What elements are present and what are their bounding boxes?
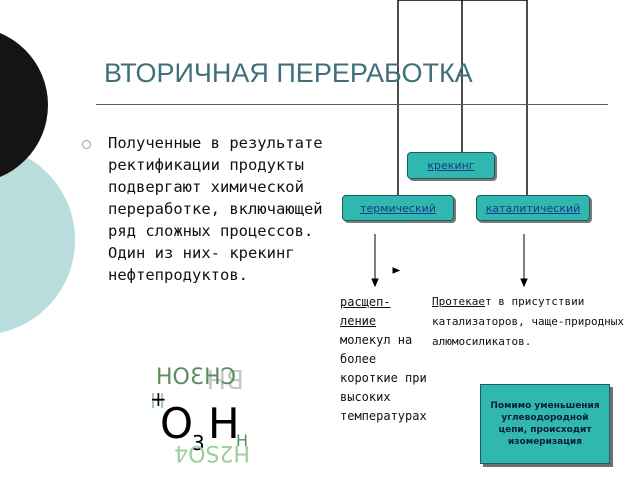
svg-text:3: 3 [192,431,205,455]
svg-text:CH3: CH3 [190,365,236,390]
arrow-thermal-head [371,278,379,288]
bullet-icon [82,140,91,149]
slide-title: ВТОРИЧНАЯ ПЕРЕРАБОТКА [104,58,473,88]
svg-text:H: H [236,431,248,450]
thermal-desc-rest: молекул на более короткие при высоких те… [340,333,427,423]
catalytic-desc-underlined: Протекае [432,295,485,308]
cracking-label: крекинг [427,159,475,172]
thermal-desc-line2: ление [340,314,377,328]
thermal-desc-line1: расщеп- [340,295,391,309]
svg-text:H: H [208,399,240,448]
catalytic-description: Протекает в присутствии катализаторов, ч… [432,292,632,352]
thermal-box: термический [342,195,454,221]
small-arrow-marker [392,267,401,274]
svg-text:HO: HO [156,365,190,390]
chem-formula-art: BH CH3 HO H O H 3 + H2SO4 H [150,363,250,465]
isomerization-note: Помимо уменьшения углеводородной цепи, п… [480,384,610,464]
svg-text:+: + [150,387,167,411]
light-circle-decor [0,147,75,333]
svg-text:H2SO4: H2SO4 [174,440,250,465]
catalytic-label: каталитический [485,201,581,215]
catalytic-desc-rest: т в присутствии катализаторов, чаще-прир… [432,295,625,348]
catalytic-box: каталитический [476,195,590,221]
dark-circle-decor [0,33,48,177]
diagram-connectors [397,0,528,195]
title-divider [96,104,608,105]
arrow-catalytic-head [520,278,528,288]
thermal-description: расщеп- ление молекул на более короткие … [340,293,432,426]
diagram-arrows [371,234,528,288]
svg-text:H: H [150,389,165,413]
svg-text:O: O [160,399,193,448]
thermal-label: термический [360,201,436,215]
cracking-box: крекинг [407,152,495,179]
svg-text:BH: BH [207,363,244,393]
bullet-text: Полученные в результате ректификации про… [108,134,323,284]
